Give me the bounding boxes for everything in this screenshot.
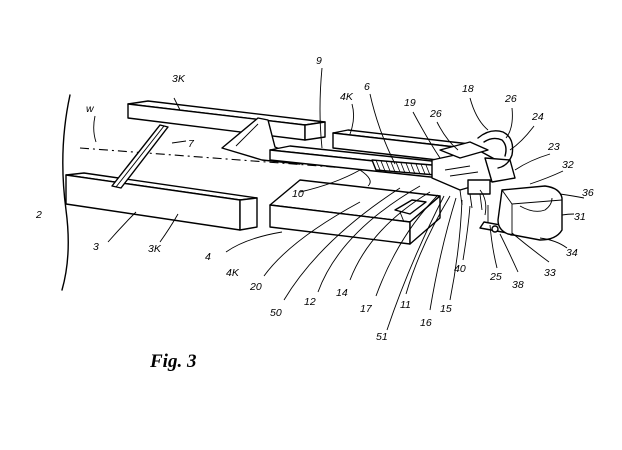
label-3k-bottom: 3K	[148, 243, 162, 255]
label-12: 12	[304, 296, 316, 308]
label-34: 34	[566, 247, 578, 259]
label-9: 9	[316, 55, 322, 67]
label-51: 51	[376, 331, 388, 343]
label-19: 19	[404, 97, 416, 109]
label-15: 15	[440, 303, 452, 315]
label-40: 40	[454, 263, 466, 275]
reference-labels: 2 w 3K 7 3 3K 9 4K 6 10 4 4K 20 50 12 14…	[35, 55, 594, 343]
label-20: 20	[249, 281, 262, 293]
label-4k-top: 4K	[340, 91, 354, 103]
label-24: 24	[531, 111, 544, 123]
label-11: 11	[400, 299, 411, 311]
label-36: 36	[582, 187, 594, 199]
brace-2	[61, 94, 71, 291]
coupling-assembly	[431, 141, 516, 216]
label-16: 16	[420, 317, 432, 329]
label-17: 17	[360, 303, 373, 315]
label-26-right: 26	[504, 93, 517, 105]
label-33: 33	[544, 267, 556, 279]
label-3k-top: 3K	[172, 73, 186, 85]
label-38: 38	[512, 279, 524, 291]
figure-caption: Fig. 3	[149, 351, 196, 372]
label-14: 14	[336, 287, 348, 299]
beam-4k-bottom	[269, 179, 441, 245]
hook-18	[477, 130, 514, 169]
label-25: 25	[489, 271, 502, 283]
coupler-unit-31	[497, 185, 563, 241]
label-7: 7	[188, 138, 195, 150]
label-18: 18	[462, 83, 474, 95]
label-31: 31	[574, 211, 586, 223]
cross-member-7	[111, 124, 169, 189]
label-50: 50	[270, 307, 282, 319]
label-32: 32	[562, 159, 574, 171]
label-6: 6	[364, 81, 370, 93]
label-3: 3	[93, 241, 99, 253]
leader-lines	[93, 67, 585, 331]
label-w: w	[86, 103, 95, 115]
label-4: 4	[205, 251, 211, 263]
label-2: 2	[35, 209, 42, 221]
label-26-left: 26	[429, 108, 442, 120]
beam-3k-bottom	[65, 172, 258, 231]
label-4k-bottom: 4K	[226, 267, 240, 279]
label-23: 23	[547, 141, 560, 153]
label-10: 10	[292, 188, 304, 200]
